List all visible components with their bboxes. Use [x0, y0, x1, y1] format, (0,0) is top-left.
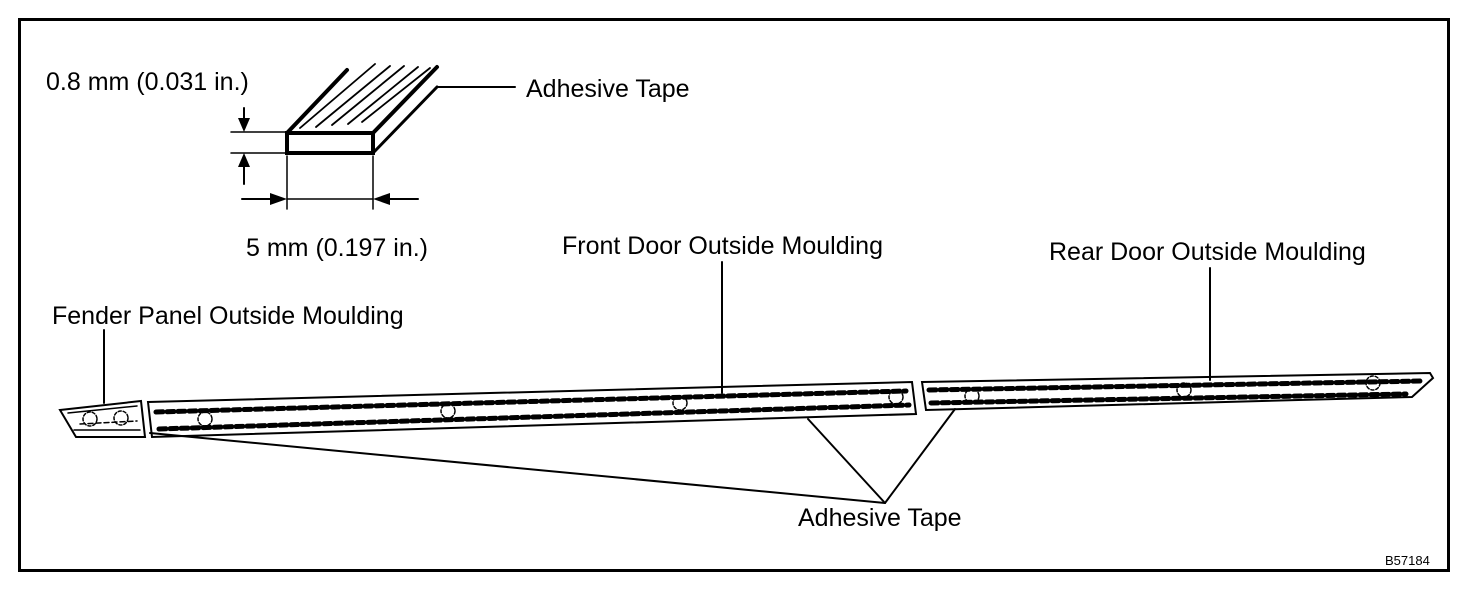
rear-door-moulding: [920, 371, 1435, 412]
tape-section-detail: [285, 63, 516, 155]
adhesive-tape-label-bottom: Adhesive Tape: [798, 504, 962, 532]
rear-door-moulding-label: Rear Door Outside Moulding: [1049, 238, 1366, 266]
leader-lines: [103, 261, 1211, 504]
front-door-moulding-label: Front Door Outside Moulding: [562, 232, 883, 260]
fender-moulding: [58, 399, 147, 438]
adhesive-tape-label-top: Adhesive Tape: [526, 75, 690, 103]
width-label: 5 mm (0.197 in.): [246, 234, 429, 262]
diagram-frame: [18, 18, 1450, 572]
fender-moulding-label: Fender Panel Outside Moulding: [52, 302, 404, 330]
front-door-moulding: [146, 380, 918, 439]
width-dimension: [241, 155, 419, 210]
figure-code: B57184: [1385, 553, 1430, 568]
thickness-label: 0.8 mm (0.031 in.): [46, 68, 249, 96]
